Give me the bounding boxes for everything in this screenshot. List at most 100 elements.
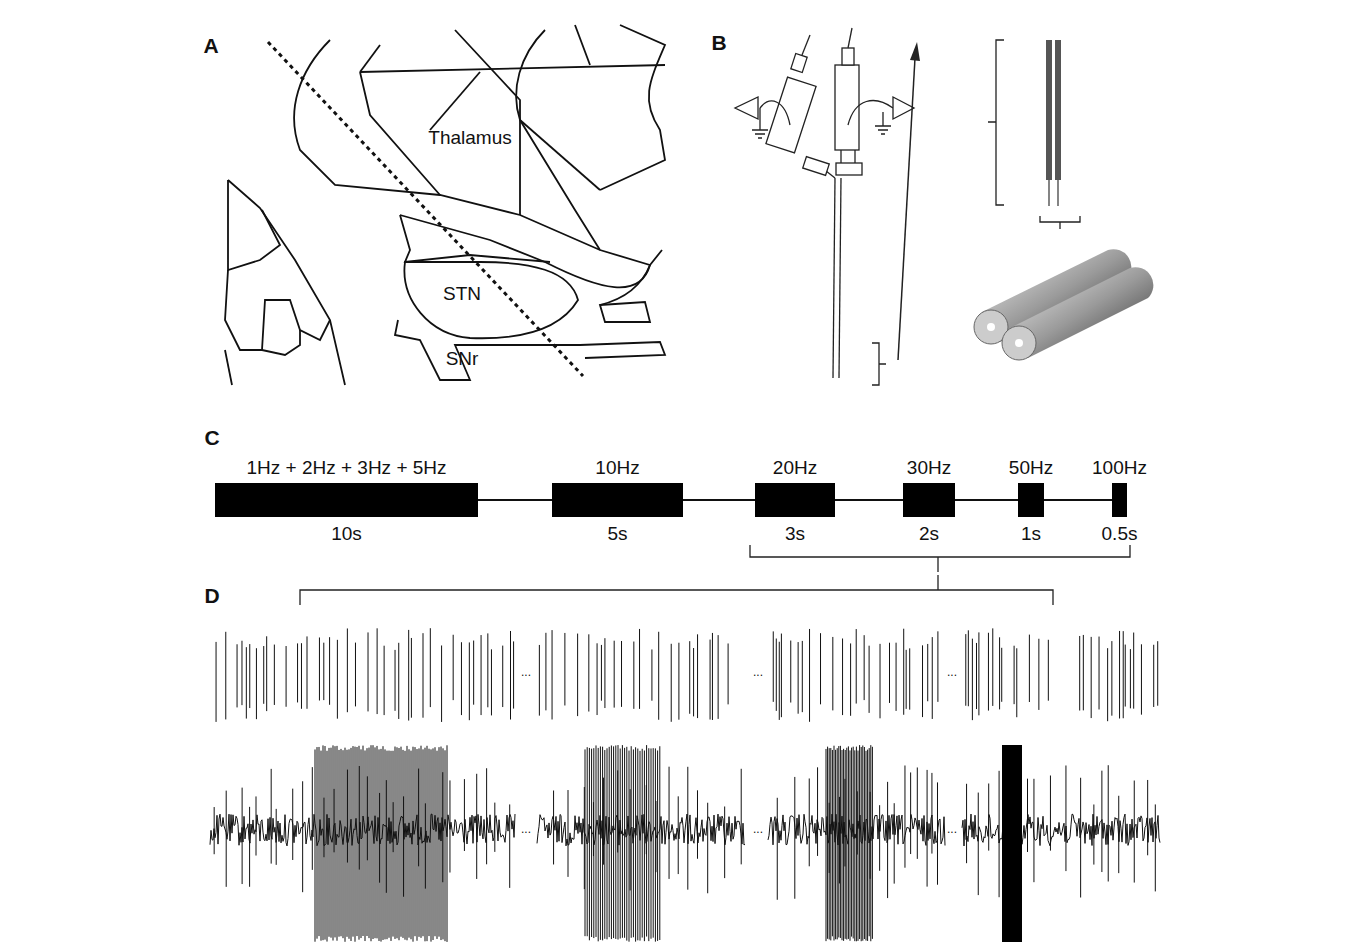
drawing-stroke [640,751,641,941]
stimulation-block: 50Hz1s [1018,483,1044,517]
timeline-connector [683,499,755,501]
drawing-stroke [872,747,873,939]
drawing-stroke [850,643,851,715]
drawing-stroke [834,746,835,941]
drawing-stroke [430,628,431,707]
drawing-stroke [712,633,713,720]
drawing-stroke [321,751,322,941]
drawing-stroke [355,643,356,707]
drawing-stroke [832,637,833,710]
drawing-stroke [609,747,610,937]
drawing-stroke [237,644,238,707]
drawing-stroke [439,747,440,937]
drawing-stroke [999,771,1000,897]
drawing-stroke [379,749,380,941]
drawing-stroke [241,641,242,705]
drawing-stroke [461,642,462,715]
drawing-stroke [502,646,503,707]
frequency-label: 50Hz [1009,458,1053,477]
drawing-stroke [425,748,426,942]
electrode-trajectory [268,42,583,376]
drawing-stroke [334,789,335,852]
drawing-stroke [631,746,632,938]
drawing-stroke [875,112,891,134]
drawing-stroke [225,632,226,720]
drawing-stroke [624,748,625,938]
drawing-stroke [598,748,599,941]
drawing-stroke [391,751,392,941]
drawing-stroke [1079,636,1080,711]
drawing-stroke [453,635,454,700]
drawing-stroke [545,633,546,711]
drawing-stroke [381,749,382,942]
drawing-stroke [802,35,810,55]
region-label: STN [443,284,481,303]
drawing-stroke [373,745,374,939]
drawing-stroke [1119,631,1120,719]
drawing-stroke [856,747,857,942]
contact-tip [1048,180,1049,206]
drawing-stroke [848,101,893,125]
drawing-stroke [256,648,257,719]
frequency-label: 10Hz [595,458,639,477]
drawing-stroke [404,262,578,338]
drawing-stroke [633,749,634,937]
drawing-stroke [588,634,589,711]
drawing-stroke [633,642,634,709]
drawing-stroke [1111,641,1112,716]
drawing-stroke [292,789,293,860]
drawing-stroke [1002,326,1036,360]
drawing-stroke [339,750,340,937]
drawing-stroke [509,804,510,887]
contact-wire [1055,40,1061,180]
drawing-stroke [312,767,313,870]
drawing-stroke [408,630,409,721]
drawing-stroke [447,745,448,942]
drawing-stroke [347,628,348,712]
drawing-stroke [846,748,847,940]
drawing-stroke [411,638,412,718]
drawing-stroke [415,747,416,936]
drawing-stroke [359,746,360,940]
drawing-stroke [1050,776,1051,851]
drawing-stroke [271,769,272,864]
drawing-stroke [1002,745,1022,942]
drawing-stroke [353,746,354,937]
drawing-stroke [587,747,588,936]
drawing-stroke [864,635,865,700]
region-label: SNr [446,349,479,368]
drawing-stroke [315,749,316,941]
duration-label: 1s [1021,524,1041,543]
drawing-stroke [286,646,287,707]
drawing-stroke [856,629,857,703]
drawing-stroke [843,749,844,941]
zoom-arrow [898,58,915,360]
drawing-stroke [840,746,841,938]
drawing-stroke [621,641,622,707]
drawing-stroke [1016,648,1017,717]
drawing-stroke [433,748,434,940]
panel-letter: B [711,32,726,53]
drawing-stroke [707,803,708,894]
drawing-stroke [798,642,799,714]
drawing-stroke [423,749,424,936]
drawing-stroke [400,215,550,262]
drawing-stroke [256,796,257,855]
drawing-stroke [389,751,390,938]
drawing-stroke [842,750,843,940]
drawing-stroke [228,180,345,385]
drawing-stroke [516,30,600,250]
drawing-stroke [329,748,330,937]
drawing-stroke [830,748,831,940]
drawing-stroke [225,270,330,350]
region-label: Thalamus [428,128,511,147]
drawing-stroke [360,72,440,195]
drawing-stroke [893,97,914,119]
drawing-stroke [659,746,660,940]
drawing-stroke [411,751,412,940]
drawing-stroke [861,747,862,941]
drawing-stroke [1040,216,1080,229]
drawing-stroke [600,746,601,939]
drawing-stroke [423,633,424,718]
drawing-stroke [689,641,690,714]
